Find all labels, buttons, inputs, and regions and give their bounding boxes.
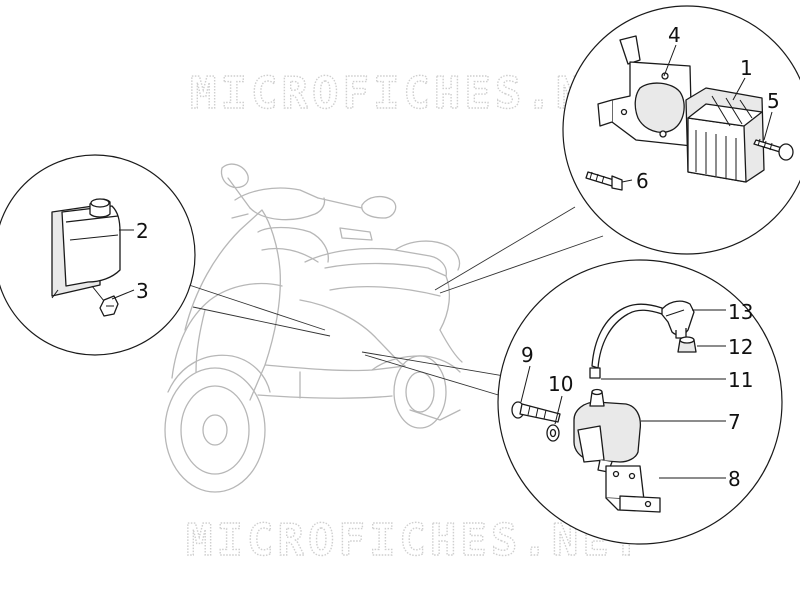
part-6-screw	[585, 171, 623, 191]
part-11-ht-cable	[589, 303, 663, 379]
callout-2: 2	[136, 219, 149, 243]
watermark-bottom: MICROFICHES.NET	[186, 515, 643, 566]
part-2-cdi-unit	[51, 198, 121, 299]
callout-13: 13	[728, 300, 753, 324]
callout-10: 10	[548, 372, 573, 396]
callout-4: 4	[668, 23, 681, 47]
callout-7: 7	[728, 410, 741, 434]
part-9-bolt	[511, 401, 561, 423]
part-12-plug	[677, 336, 697, 353]
detail-circle-bottom-right	[497, 259, 783, 545]
part-3-screw	[91, 285, 119, 317]
callout-5: 5	[767, 89, 780, 113]
callout-6: 6	[636, 169, 649, 193]
leader-lines	[179, 206, 604, 398]
part-4-bracket	[597, 35, 693, 147]
part-8-bracket	[605, 465, 661, 513]
part-13-spark-plug-cap	[659, 300, 695, 339]
scooter-illustration	[164, 163, 463, 493]
callout-3: 3	[136, 279, 149, 303]
callout-8: 8	[728, 467, 741, 491]
part-10-washer	[546, 424, 560, 442]
part-1-voltage-regulator	[685, 87, 765, 183]
callout-9: 9	[521, 343, 534, 367]
part-7-ignition-coil	[573, 388, 642, 473]
part-5-bolt	[753, 138, 794, 161]
callout-12: 12	[728, 335, 753, 359]
callout-11: 11	[728, 368, 753, 392]
callout-1: 1	[740, 56, 753, 80]
callout-leaders	[111, 44, 773, 479]
